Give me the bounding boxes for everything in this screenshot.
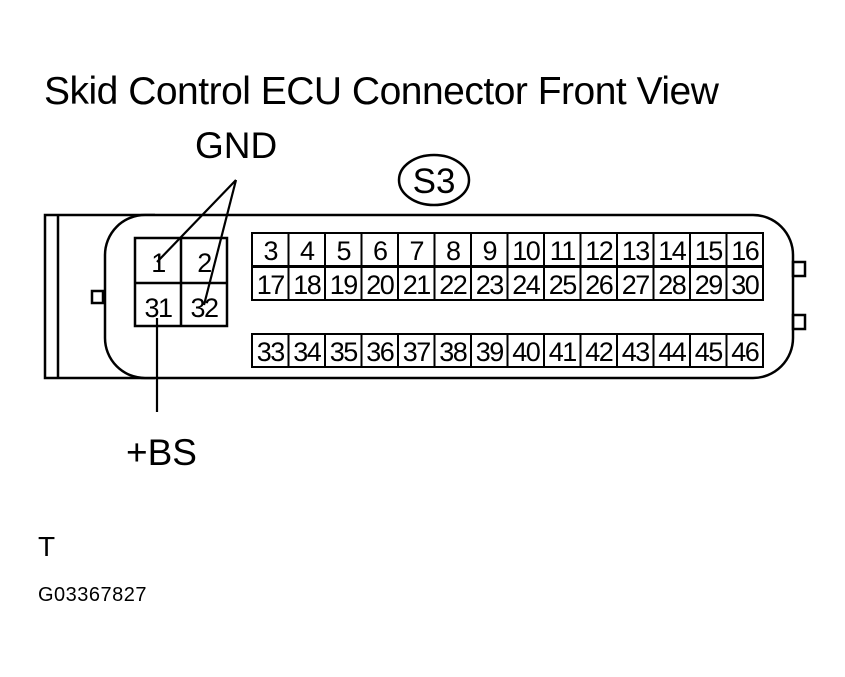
- pin-label: 17: [257, 270, 285, 300]
- pin-cell: [543, 266, 582, 301]
- connector-code-ellipse: [397, 153, 471, 207]
- pin-label: 28: [658, 270, 686, 300]
- pin-label: 13: [622, 236, 650, 266]
- pin-label: 11: [550, 236, 576, 266]
- pin-label: 6: [373, 236, 387, 266]
- pin-label: 22: [439, 270, 467, 300]
- pin-label: 12: [585, 236, 613, 266]
- gnd-leader-lines: [156, 179, 238, 306]
- pin-cell: [470, 333, 509, 368]
- pin-label: 3: [263, 236, 277, 266]
- pin-label: 35: [330, 337, 358, 367]
- pin-label: 18: [293, 270, 321, 300]
- power-pin-block: 1 2 31 32: [133, 236, 229, 328]
- pin-label: 38: [439, 337, 467, 367]
- pin-label: 15: [695, 236, 723, 266]
- pin-cell: [506, 333, 545, 368]
- figure-id: G03367827: [38, 584, 148, 606]
- pin-label: 43: [622, 337, 650, 367]
- bs-label: +BS: [126, 432, 197, 473]
- pin-label: 10: [512, 236, 540, 266]
- pin-cell: [360, 266, 399, 301]
- pin-label: 4: [300, 236, 315, 266]
- connector-code: S3: [413, 162, 456, 201]
- pin-label: 40: [512, 337, 540, 367]
- pin-cell: [324, 232, 363, 267]
- pin-cell: [652, 333, 691, 368]
- pin-label: 27: [622, 270, 650, 300]
- pin-label: 25: [549, 270, 577, 300]
- pin-label: 29: [695, 270, 723, 300]
- pin-label: 44: [658, 337, 687, 367]
- pin-cell: [543, 232, 582, 267]
- pin-cell: [652, 266, 691, 301]
- pin-label: 45: [695, 337, 723, 367]
- pin-cell: [506, 232, 545, 267]
- pin-label: 46: [731, 337, 759, 367]
- pin-cell: [287, 333, 326, 368]
- pin-cell: [725, 266, 764, 301]
- pin-label: 7: [409, 236, 423, 266]
- pin-cell: [324, 333, 363, 368]
- pin-label: 33: [257, 337, 285, 367]
- pin-cell: [579, 266, 618, 301]
- pin-label: 1: [151, 248, 165, 278]
- pin-label: 26: [585, 270, 613, 300]
- pin-label: 32: [190, 293, 218, 323]
- pin-label: 9: [482, 236, 496, 266]
- pin-label: 37: [403, 337, 431, 367]
- pin-label: 31: [144, 293, 172, 323]
- pin-cell: [652, 232, 691, 267]
- pin-cell: [397, 232, 436, 267]
- pin-label: 39: [476, 337, 504, 367]
- pin-label: 14: [658, 236, 687, 266]
- pin-label: 16: [731, 236, 759, 266]
- pin-cell: [251, 232, 290, 267]
- tag-label: T: [38, 531, 56, 562]
- pin-label: 30: [731, 270, 759, 300]
- pin-label: 20: [366, 270, 394, 300]
- pin-label: 8: [446, 236, 460, 266]
- pin-label: 42: [585, 337, 613, 367]
- pin-label: 19: [330, 270, 358, 300]
- pin-label: 21: [403, 270, 431, 300]
- pin-label: 5: [336, 236, 350, 266]
- pin-cell: [725, 333, 764, 368]
- pin-cell: [470, 232, 509, 267]
- gnd-label: GND: [195, 125, 278, 166]
- pin-cell: [506, 266, 545, 301]
- pin-cell: [470, 266, 509, 301]
- pin-cell: [397, 333, 436, 368]
- pin-label: 41: [549, 337, 577, 367]
- pin-label: 36: [366, 337, 394, 367]
- pin-label: 34: [293, 337, 322, 367]
- pin-label: 2: [197, 248, 211, 278]
- pin-label: 23: [476, 270, 504, 300]
- pin-label: 24: [512, 270, 541, 300]
- diagram-title: Skid Control ECU Connector Front View: [44, 70, 719, 113]
- pin-cell: [397, 266, 436, 301]
- pin-cell: [616, 266, 655, 301]
- pin-cell: [543, 333, 582, 368]
